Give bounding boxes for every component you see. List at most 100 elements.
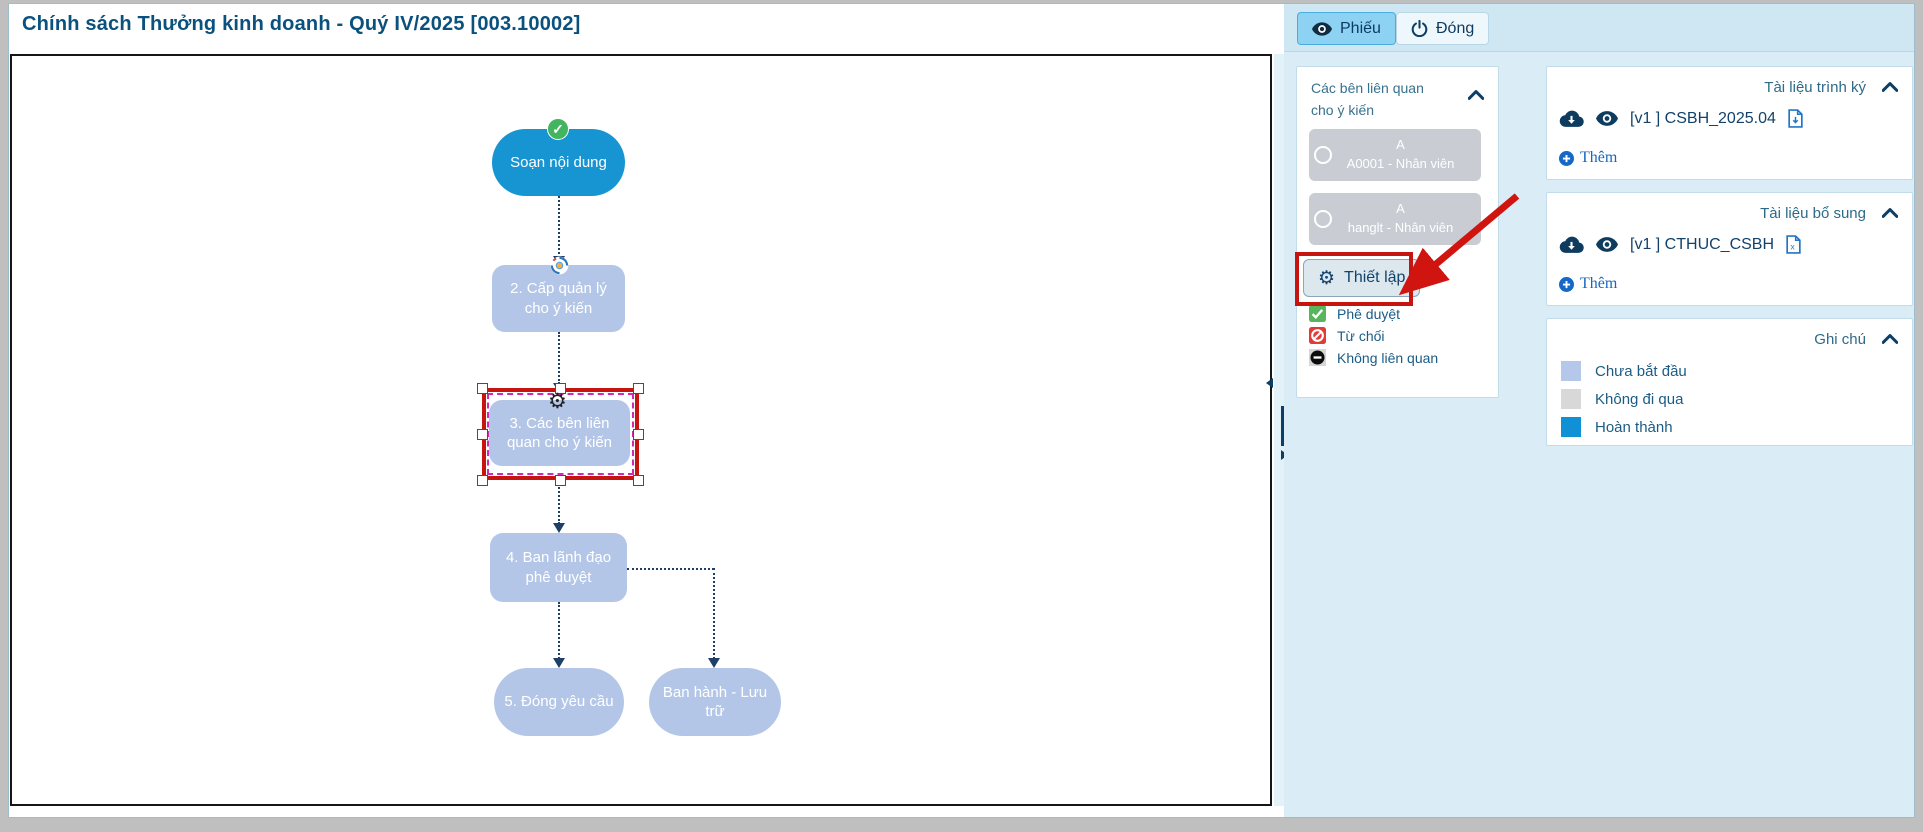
note-legend-item: Không đi qua <box>1561 389 1683 409</box>
reject-no-entry-icon <box>1309 327 1326 344</box>
connector-line <box>558 480 560 524</box>
excel-file-icon[interactable]: x <box>1786 235 1801 254</box>
workflow-canvas[interactable]: Soạn nội dung ✓ 2. Cấp quản lý cho ý kiế… <box>10 54 1272 806</box>
resize-handle[interactable] <box>477 429 488 440</box>
connector-line <box>627 568 714 570</box>
status-swatch-not-passed <box>1561 389 1581 409</box>
flow-node-ban-hanh-luu-tru[interactable]: Ban hành - Lưu trữ <box>649 668 781 736</box>
in-progress-icon <box>550 256 569 275</box>
dong-button[interactable]: Đóng <box>1396 12 1490 45</box>
resize-handle[interactable] <box>633 429 644 440</box>
connector-line <box>558 196 560 258</box>
phieu-button-label: Phiếu <box>1340 19 1381 37</box>
flow-node-label: 2. Cấp quản lý cho ý kiến <box>510 280 607 317</box>
connector-line <box>558 602 560 659</box>
approve-check-icon <box>1309 305 1326 322</box>
flow-node-label: Ban hành - Lưu trữ <box>662 683 768 721</box>
annotation-arrow-icon <box>1398 193 1520 296</box>
participant-name: hanglt - Nhân viên <box>1347 220 1454 235</box>
notes-panel: Ghi chú Chưa bắt đầu Không đi qua Hoàn t… <box>1546 318 1913 446</box>
status-swatch-completed <box>1561 417 1581 437</box>
add-link-label: Thêm <box>1580 275 1618 292</box>
not-related-minus-icon <box>1309 349 1326 366</box>
chevron-up-icon[interactable] <box>1882 333 1898 345</box>
add-document-link[interactable]: Thêm <box>1559 275 1617 293</box>
file-name[interactable]: [v1 ] CTHUC_CSBH <box>1630 235 1775 253</box>
legend-item-not-related: Không liên quan <box>1309 349 1438 366</box>
connector-line <box>558 332 560 384</box>
radio-icon[interactable] <box>1314 210 1332 228</box>
collapse-left-icon[interactable] <box>1266 378 1273 388</box>
legend-item-approve: Phê duyệt <box>1309 305 1400 322</box>
legend-label: Không đi qua <box>1595 390 1684 408</box>
participant-initial: A <box>1396 201 1405 217</box>
eye-icon <box>1312 21 1332 36</box>
radio-icon[interactable] <box>1314 146 1332 164</box>
legend-label: Từ chối <box>1337 327 1385 344</box>
note-legend-item: Chưa bắt đầu <box>1561 361 1687 381</box>
phieu-button[interactable]: Phiếu <box>1297 12 1396 45</box>
participants-panel: Các bên liên quan cho ý kiến A A0001 - N… <box>1295 66 1499 398</box>
legend-item-reject: Từ chối <box>1309 327 1385 344</box>
splitter-gutter <box>1274 54 1284 806</box>
file-row: [v1 ] CTHUC_CSBH x <box>1559 235 1801 254</box>
resize-handle[interactable] <box>477 475 488 486</box>
resize-handle[interactable] <box>555 475 566 486</box>
gear-icon: ⚙ <box>1318 267 1336 289</box>
chevron-up-icon[interactable] <box>1882 207 1898 219</box>
connector-arrow-icon <box>553 658 565 668</box>
eye-icon[interactable] <box>1596 111 1618 126</box>
legend-label: Không liên quan <box>1337 349 1439 366</box>
svg-text:x: x <box>1791 241 1796 251</box>
resize-handle[interactable] <box>555 383 566 394</box>
add-document-link[interactable]: Thêm <box>1559 149 1617 167</box>
participant-chip[interactable]: A A0001 - Nhân viên <box>1309 129 1481 181</box>
chevron-up-icon[interactable] <box>1468 89 1484 101</box>
plus-circle-icon <box>1559 150 1574 166</box>
add-link-label: Thêm <box>1580 149 1618 166</box>
connector-line <box>713 568 715 659</box>
resize-handle[interactable] <box>633 475 644 486</box>
pdf-file-icon[interactable] <box>1788 109 1803 128</box>
legend-label: Phê duyệt <box>1337 305 1401 322</box>
documents-panel-bo-sung: Tài liệu bổ sung [v1 ] CTHUC_CSBH <box>1546 192 1913 306</box>
legend-label: Chưa bắt đầu <box>1595 362 1687 380</box>
flow-node-label: 3. Các bên liên quan cho ý kiến <box>506 414 613 452</box>
flow-node-dong-yeu-cau[interactable]: 5. Đóng yêu cầu <box>494 668 624 736</box>
documents-panel-trinh-ky: Tài liệu trình ký [v1 ] CSBH_2025.04 <box>1546 66 1913 180</box>
flow-node-soan-noi-dung[interactable]: Soạn nội dung <box>492 129 625 196</box>
thiet-lap-button-label: Thiết lập <box>1344 269 1406 286</box>
participant-initial: A <box>1396 137 1405 153</box>
flow-node-cac-ben-lien-quan[interactable]: 3. Các bên liên quan cho ý kiến <box>489 400 630 466</box>
panel-title: Ghi chú <box>1814 331 1866 348</box>
flow-node-label: 4. Ban lãnh đạo phê duyệt <box>505 549 612 586</box>
participants-panel-title: Các bên liên quan cho ý kiến <box>1311 80 1424 118</box>
participant-chip[interactable]: A hanglt - Nhân viên <box>1309 193 1481 245</box>
resize-handle[interactable] <box>633 383 644 394</box>
cloud-download-icon[interactable] <box>1559 109 1584 128</box>
flow-node-label: 5. Đóng yêu cầu <box>504 693 614 711</box>
completed-check-icon: ✓ <box>547 118 569 140</box>
participant-name: A0001 - Nhân viên <box>1346 156 1455 171</box>
connector-arrow-icon <box>553 523 565 533</box>
gear-icon[interactable]: ⚙ <box>548 390 567 413</box>
power-icon <box>1411 20 1428 37</box>
chevron-up-icon[interactable] <box>1882 81 1898 93</box>
file-name[interactable]: [v1 ] CSBH_2025.04 <box>1630 109 1776 127</box>
panel-title: Tài liệu trình ký <box>1764 79 1866 96</box>
legend-label: Hoàn thành <box>1595 418 1673 436</box>
right-sidebar: Phiếu Đóng Các bên liên quan cho ý kiến … <box>1284 4 1914 817</box>
flow-node-cap-quan-ly[interactable]: 2. Cấp quản lý cho ý kiến <box>492 265 625 332</box>
status-swatch-not-started <box>1561 361 1581 381</box>
page-title: Chính sách Thưởng kinh doanh - Quý IV/20… <box>22 13 581 35</box>
connector-arrow-icon <box>708 658 720 668</box>
eye-icon[interactable] <box>1596 237 1618 252</box>
flow-node-ban-lanh-dao[interactable]: 4. Ban lãnh đạo phê duyệt <box>490 533 627 602</box>
plus-circle-icon <box>1559 276 1574 292</box>
cloud-download-icon[interactable] <box>1559 235 1584 254</box>
resize-handle[interactable] <box>477 383 488 394</box>
flow-node-label: Soạn nội dung <box>510 153 607 171</box>
panel-title: Tài liệu bổ sung <box>1760 205 1866 222</box>
splitter-handle[interactable] <box>1281 406 1284 446</box>
